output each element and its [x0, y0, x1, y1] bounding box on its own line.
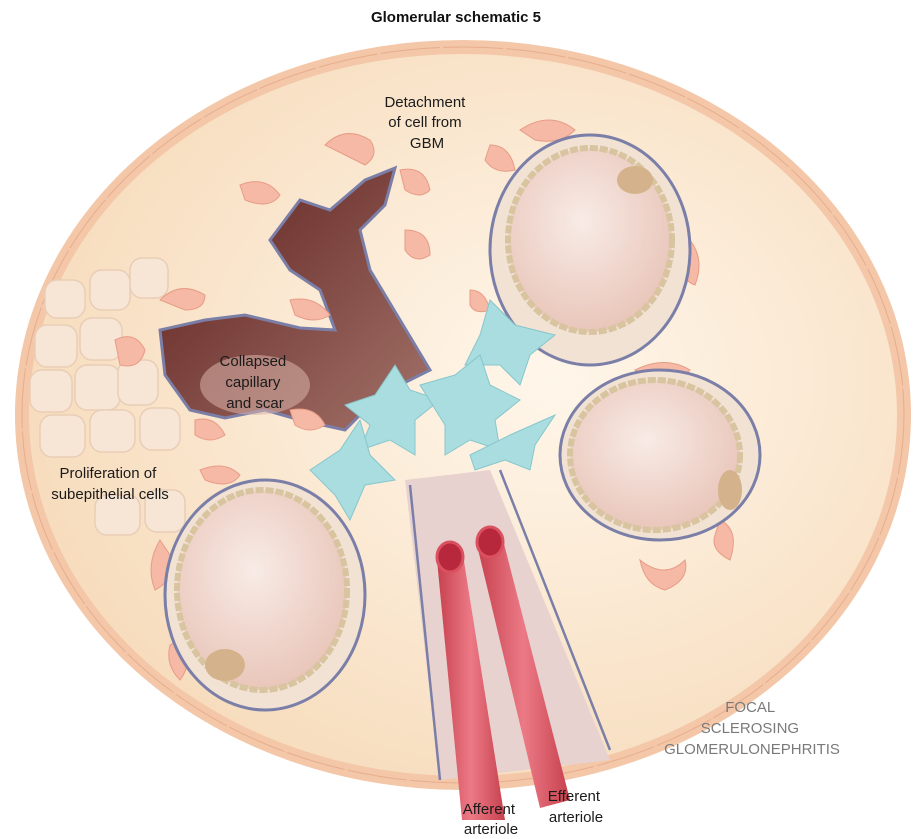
stalk-wall-right	[498, 469, 612, 751]
label-detachment: Detachment of cell from GBM	[384, 94, 469, 152]
mesangial-cells	[309, 299, 557, 522]
diagram-title: Glomerular schematic 5	[371, 9, 541, 26]
capillary-loop-left	[163, 478, 367, 712]
label-diagnosis: FOCAL SCLEROSING GLOMERULONEPHRITIS	[664, 699, 840, 758]
label-collapsed-capillary: Collapsed capillary and scar	[220, 353, 291, 412]
stalk-wall-left	[408, 484, 442, 781]
capillary-loop-right	[558, 368, 762, 542]
label-proliferation: Proliferation of subepithelial cells	[51, 465, 169, 503]
label-afferent-arteriole: Afferent arteriole	[463, 801, 519, 838]
capillary-loop-top	[488, 133, 692, 367]
proliferating-cells	[29, 257, 186, 536]
collapsed-capillary-scar	[158, 165, 433, 432]
afferent-arteriole	[435, 540, 505, 820]
label-efferent-arteriole: Efferent arteriole	[548, 788, 604, 826]
efferent-arteriole	[475, 525, 570, 808]
podocytes	[114, 119, 747, 706]
